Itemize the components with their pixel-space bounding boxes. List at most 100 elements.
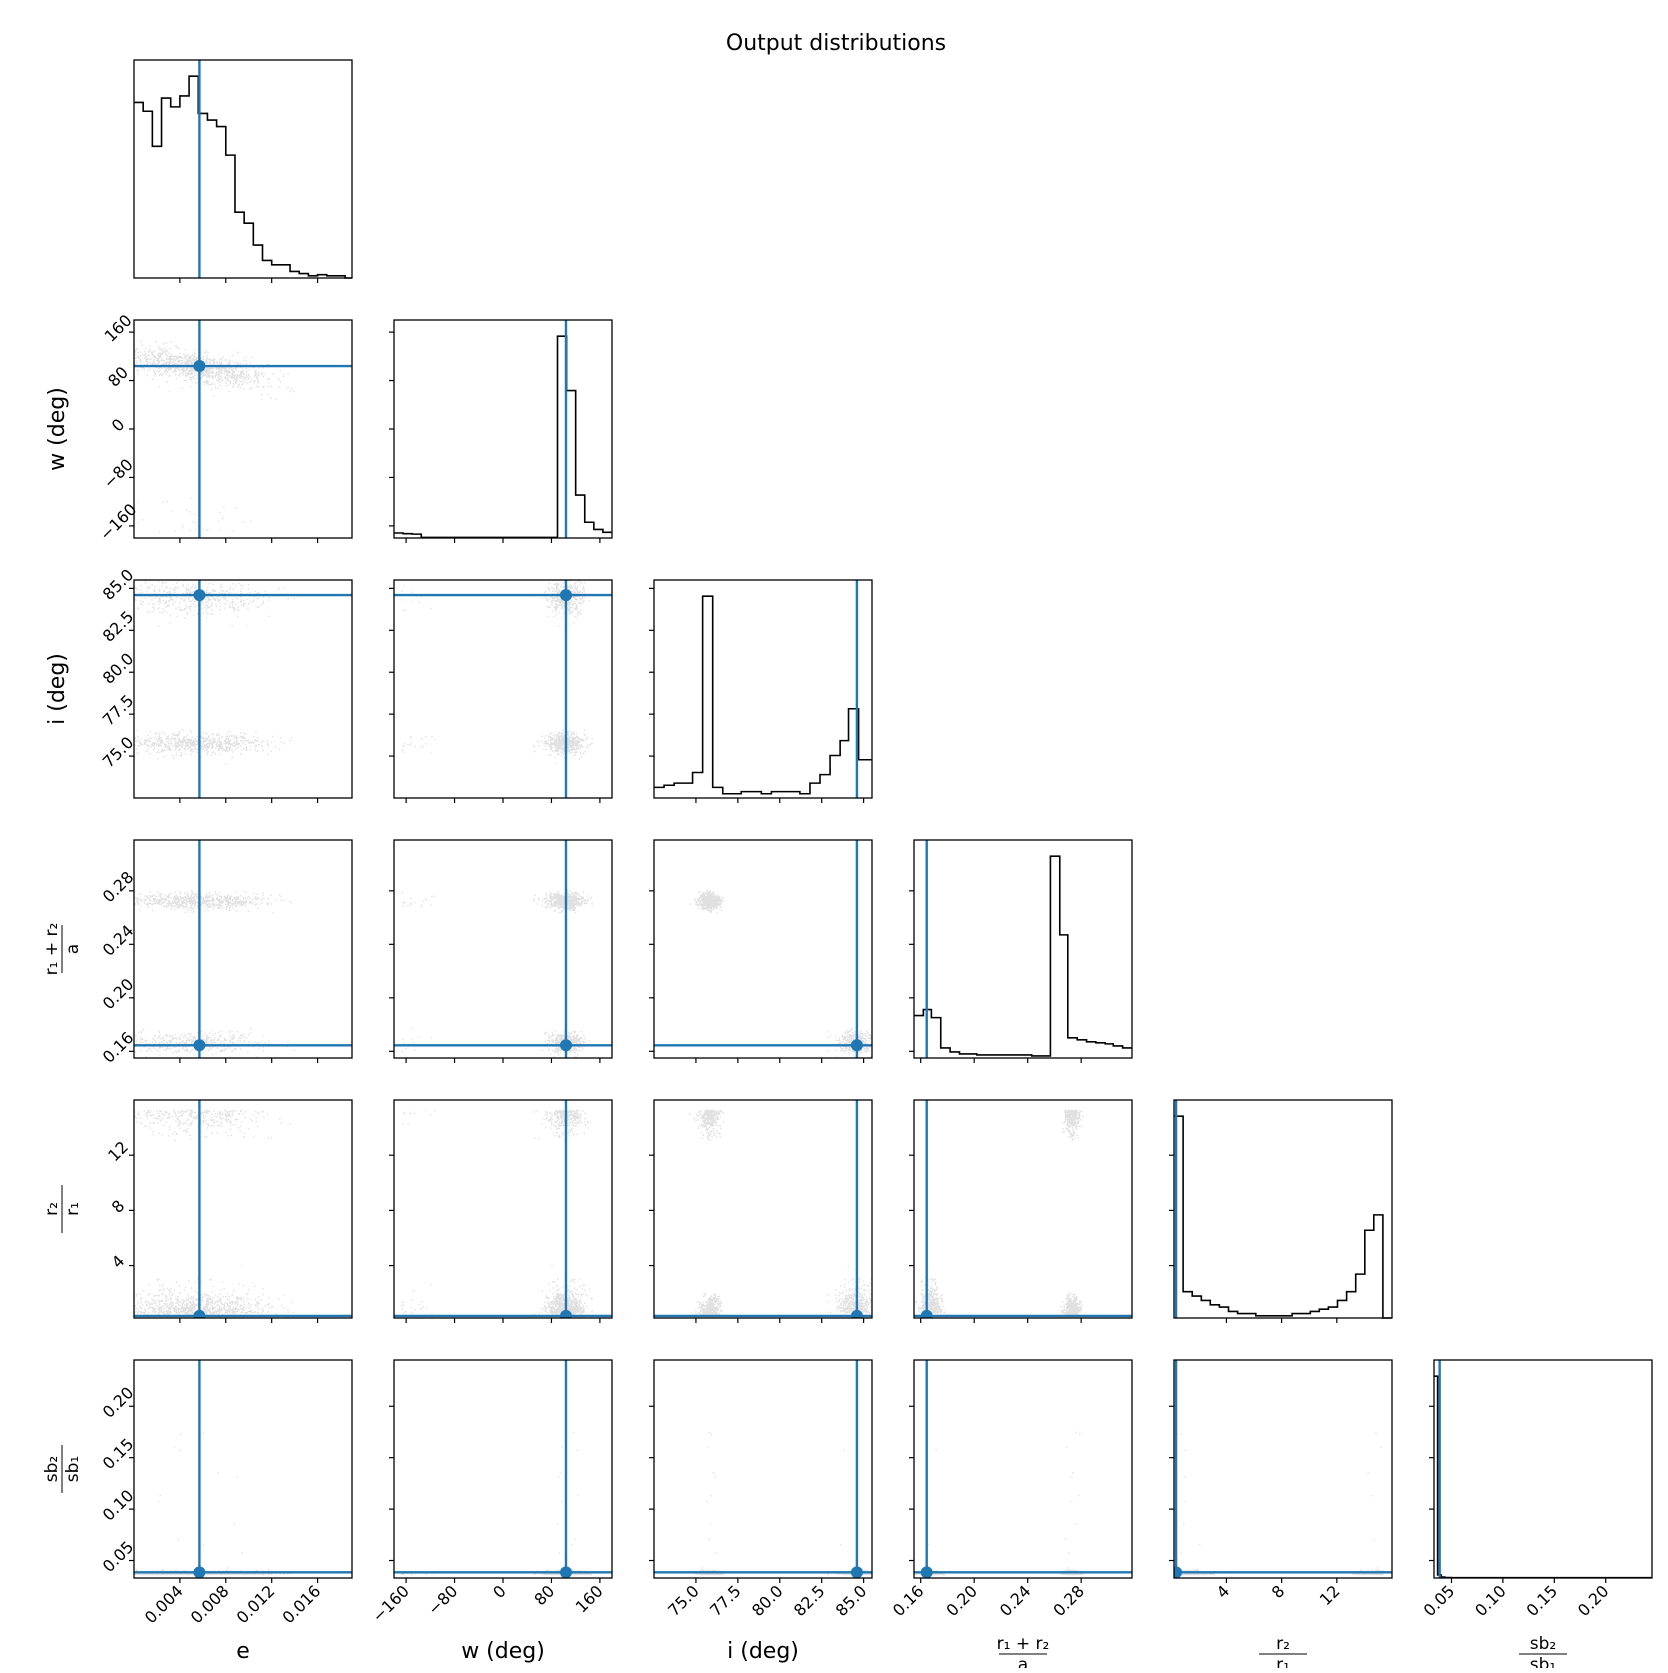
truth-marker <box>559 589 572 602</box>
scatter-panel-r-s <box>913 1359 1133 1579</box>
x-tick-label: 0.012 <box>233 1581 279 1627</box>
x-tick-label: 4 <box>1213 1581 1234 1602</box>
frame-w <box>393 319 613 539</box>
sample-points <box>401 1431 593 1576</box>
truth-marker <box>193 1566 206 1578</box>
hist-steps-q <box>1174 1115 1392 1319</box>
svg-text:r₁ + r₂: r₁ + r₂ <box>997 1634 1050 1654</box>
scatter-panel-i-q <box>653 1099 873 1319</box>
scatter-panel-i-r <box>653 839 873 1059</box>
y-tick-label: 0.15 <box>99 1434 138 1473</box>
hist-panel-s <box>1433 1359 1653 1579</box>
x-tick-label: 0.15 <box>1523 1581 1562 1620</box>
truth-marker <box>193 360 206 373</box>
scatter-panel-q-s <box>1173 1359 1393 1579</box>
svg-text:a: a <box>63 944 83 954</box>
sample-points <box>915 1109 1084 1316</box>
hist-panel-e <box>133 59 353 279</box>
x-tick-label: 8 <box>1268 1581 1289 1602</box>
y-tick-label: 0.20 <box>99 975 138 1014</box>
sample-points <box>915 1431 1084 1576</box>
hist-steps-w <box>394 335 612 539</box>
y-tick-label: −80 <box>99 455 136 492</box>
y-tick-label: 82.5 <box>99 607 138 646</box>
svg-text:r₁: r₁ <box>63 1202 83 1216</box>
scatter-panel-e-q <box>133 1099 353 1319</box>
x-tick-label: 0.16 <box>889 1581 928 1620</box>
x-axis-label-w: w (deg) <box>461 1639 545 1664</box>
x-tick-label: −160 <box>368 1581 413 1626</box>
sample-points <box>134 340 295 533</box>
hist-panel-q <box>1173 1099 1393 1319</box>
y-axis-label-w: w (deg) <box>45 387 70 471</box>
scatter-panel-e-i <box>133 579 353 799</box>
y-tick-label: 8 <box>108 1196 129 1217</box>
x-tick-label: 0 <box>489 1581 510 1602</box>
scatter-panel-w-r <box>393 839 613 1059</box>
hist-panel-w <box>393 319 613 539</box>
frame-s <box>1433 1359 1653 1579</box>
svg-text:a: a <box>1018 1655 1028 1668</box>
scatter-panel-r-q <box>913 1099 1133 1319</box>
y-tick-label: 0 <box>108 415 129 436</box>
truth-marker <box>193 589 206 602</box>
x-tick-label: 82.5 <box>790 1581 829 1620</box>
frame <box>133 579 353 799</box>
frame <box>393 1099 613 1319</box>
frame <box>133 1359 353 1579</box>
frame-e <box>133 59 353 279</box>
y-tick-label: 80 <box>104 363 132 391</box>
y-tick-label: 0.24 <box>99 921 138 960</box>
x-tick-label: −80 <box>424 1581 461 1618</box>
sample-points <box>401 1109 593 1316</box>
frame <box>133 839 353 1059</box>
svg-text:sb₁: sb₁ <box>63 1456 83 1482</box>
x-tick-label: 0.20 <box>942 1581 981 1620</box>
svg-text:r₁ + r₂: r₁ + r₂ <box>42 923 62 976</box>
svg-text:sb₁: sb₁ <box>1530 1655 1556 1668</box>
y-tick-label: 0.16 <box>99 1028 138 1067</box>
x-tick-label: 0.28 <box>1049 1581 1088 1620</box>
frame <box>393 1359 613 1579</box>
frame <box>913 1359 1133 1579</box>
x-tick-label: 12 <box>1316 1581 1344 1609</box>
x-tick-label: 0.20 <box>1574 1581 1613 1620</box>
sample-points <box>401 580 593 765</box>
scatter-panel-w-s <box>393 1359 613 1579</box>
truth-marker <box>850 1039 863 1052</box>
sample-points <box>134 1109 295 1316</box>
sample-points <box>134 1431 295 1576</box>
svg-text:r₂: r₂ <box>42 1202 62 1216</box>
frame <box>133 1099 353 1319</box>
sample-points <box>134 889 295 1058</box>
y-tick-label: 77.5 <box>99 691 138 730</box>
y-tick-label: 75.0 <box>99 733 138 772</box>
x-tick-label: 0.004 <box>141 1581 187 1627</box>
truth-marker <box>920 1309 933 1318</box>
svg-text:r₂: r₂ <box>1276 1634 1290 1654</box>
hist-steps-r <box>914 855 1132 1057</box>
x-tick-label: 0.05 <box>1420 1581 1459 1620</box>
truth-marker <box>920 1566 933 1578</box>
sample-points <box>689 889 872 1058</box>
svg-text:r₁: r₁ <box>1276 1655 1290 1668</box>
truth-marker <box>850 1566 863 1578</box>
truth-marker <box>1174 1566 1183 1578</box>
hist-steps-s <box>1434 1375 1652 1579</box>
y-tick-label: 0.10 <box>99 1486 138 1525</box>
x-tick-label: 77.5 <box>706 1581 745 1620</box>
y-tick-label: 0.28 <box>99 868 138 907</box>
truth-marker <box>193 1039 206 1052</box>
scatter-panel-e-r <box>133 839 353 1059</box>
x-axis-label-e: e <box>236 1639 250 1664</box>
y-tick-label: 4 <box>108 1251 129 1272</box>
frame <box>1173 1359 1393 1579</box>
svg-text:sb₂: sb₂ <box>1530 1634 1556 1654</box>
x-tick-label: 75.0 <box>664 1581 703 1620</box>
hist-steps-e <box>134 75 352 279</box>
